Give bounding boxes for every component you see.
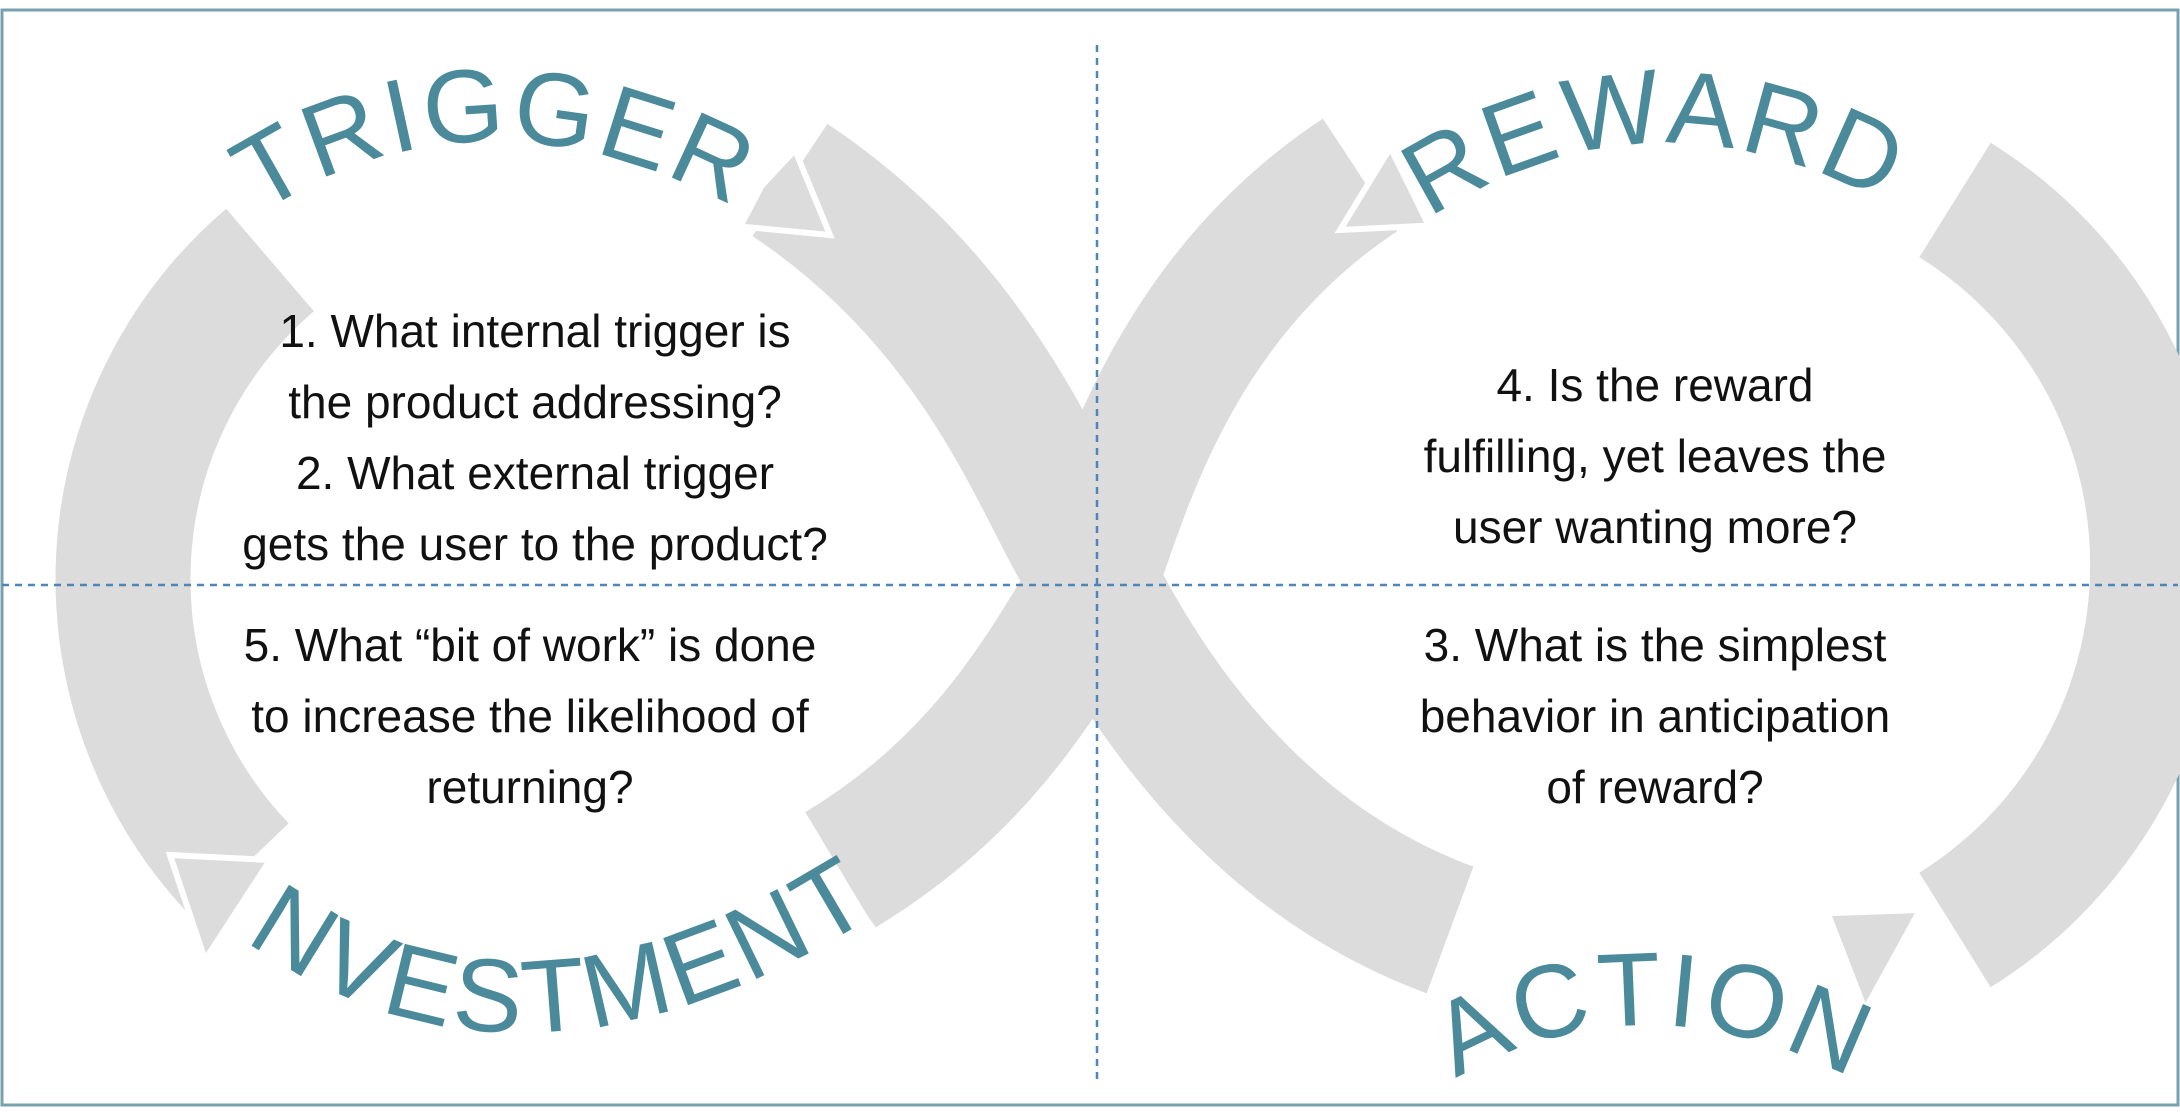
investment-question-line: 5. What “bit of work” is done — [243, 619, 817, 671]
action-label-plate — [1410, 885, 1900, 1092]
trigger-question-line: 1. What internal trigger is — [279, 305, 791, 357]
arrowhead-into-investment — [165, 851, 276, 967]
trigger-questions: 1. What internal trigger is the product … — [195, 296, 875, 580]
trigger-question-line: 2. What external trigger — [295, 447, 775, 499]
reward-questions: 4. Is the reward fulfilling, yet leaves … — [1335, 350, 1975, 563]
investment-questions: 5. What “bit of work” is done to increas… — [185, 610, 875, 823]
investment-question-line: returning? — [426, 761, 634, 813]
trigger-question-line: the product addressing? — [288, 376, 782, 428]
action-question-line: behavior in anticipation — [1419, 690, 1891, 742]
reward-label-plate — [1335, 42, 1995, 255]
action-questions: 3. What is the simplest behavior in anti… — [1335, 610, 1975, 823]
reward-question-line: fulfilling, yet leaves the — [1423, 430, 1887, 482]
investment-question-line: to increase the likelihood of — [251, 690, 809, 742]
trigger-question-line: gets the user to the product? — [242, 518, 828, 570]
reward-to-investment-arc — [1026, 118, 1399, 604]
action-to-reward-arc — [1029, 549, 1475, 994]
action-question-line: of reward? — [1546, 761, 1764, 813]
investment-label-plate — [130, 840, 990, 1092]
right-loop-arc-outer — [1918, 142, 2180, 988]
left-loop-arc-outer — [55, 208, 315, 917]
reward-question-line: user wanting more? — [1453, 501, 1857, 553]
reward-question-line: 4. Is the reward — [1496, 359, 1814, 411]
trigger-label-plate — [175, 42, 840, 272]
action-question-line: 3. What is the simplest — [1423, 619, 1887, 671]
